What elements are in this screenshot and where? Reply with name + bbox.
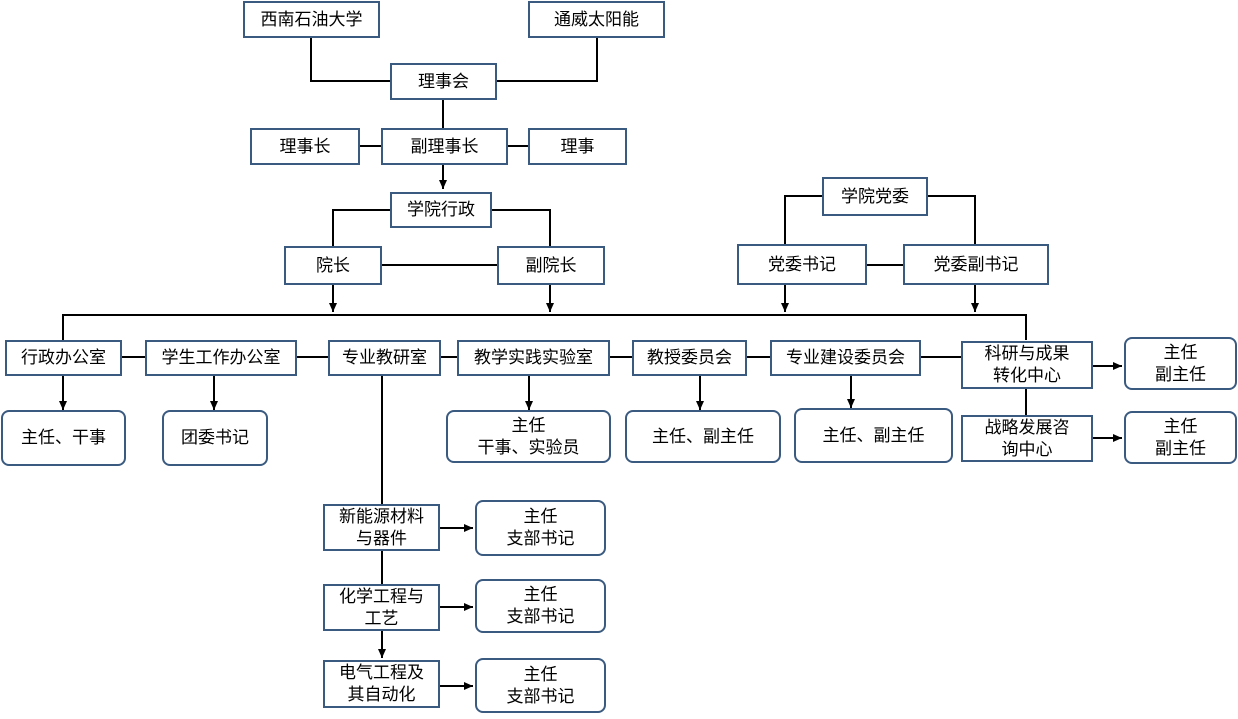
node-professor-committee: 教授委员会 <box>632 340 747 376</box>
node-swpu: 西南石油大学 <box>243 1 380 38</box>
role-new-energy: 主任 支部书记 <box>475 500 606 556</box>
node-dean: 院长 <box>284 246 382 285</box>
node-elec-eng: 电气工程及 其自动化 <box>323 660 440 708</box>
role-student-office: 团委书记 <box>162 410 268 466</box>
node-chem-eng: 化学工程与 工艺 <box>323 584 440 631</box>
node-lab: 教学实践实验室 <box>457 340 610 376</box>
node-admin-office: 行政办公室 <box>5 340 122 376</box>
role-strategy-center: 主任 副主任 <box>1124 411 1237 464</box>
node-chairman: 理事长 <box>250 128 360 165</box>
node-research-center: 科研与成果 转化中心 <box>961 341 1093 389</box>
node-party-secretary: 党委书记 <box>737 244 867 285</box>
role-construction-committee: 主任、副主任 <box>794 408 953 463</box>
node-vice-chairman: 副理事长 <box>381 128 508 165</box>
node-teaching-office: 专业教研室 <box>328 340 441 376</box>
node-board: 理事会 <box>390 63 497 100</box>
role-chem-eng: 主任 支部书记 <box>475 579 606 633</box>
node-party-vice-secretary: 党委副书记 <box>903 244 1049 285</box>
node-new-energy: 新能源材料 与器件 <box>323 504 440 551</box>
node-admin: 学院行政 <box>390 192 492 228</box>
role-elec-eng: 主任 支部书记 <box>475 658 606 713</box>
node-director: 理事 <box>528 128 627 165</box>
role-professor-committee: 主任、副主任 <box>625 410 781 463</box>
node-tongwei: 通威太阳能 <box>528 1 665 38</box>
node-student-office: 学生工作办公室 <box>145 340 297 376</box>
node-construction-committee: 专业建设委员会 <box>770 340 921 376</box>
node-vice-dean: 副院长 <box>497 246 605 285</box>
role-lab: 主任 干事、实验员 <box>446 410 611 463</box>
role-research-center: 主任 副主任 <box>1124 337 1237 390</box>
role-admin-office: 主任、干事 <box>1 410 126 466</box>
node-strategy-center: 战略发展咨 询中心 <box>961 415 1093 462</box>
node-party: 学院党委 <box>822 177 928 216</box>
